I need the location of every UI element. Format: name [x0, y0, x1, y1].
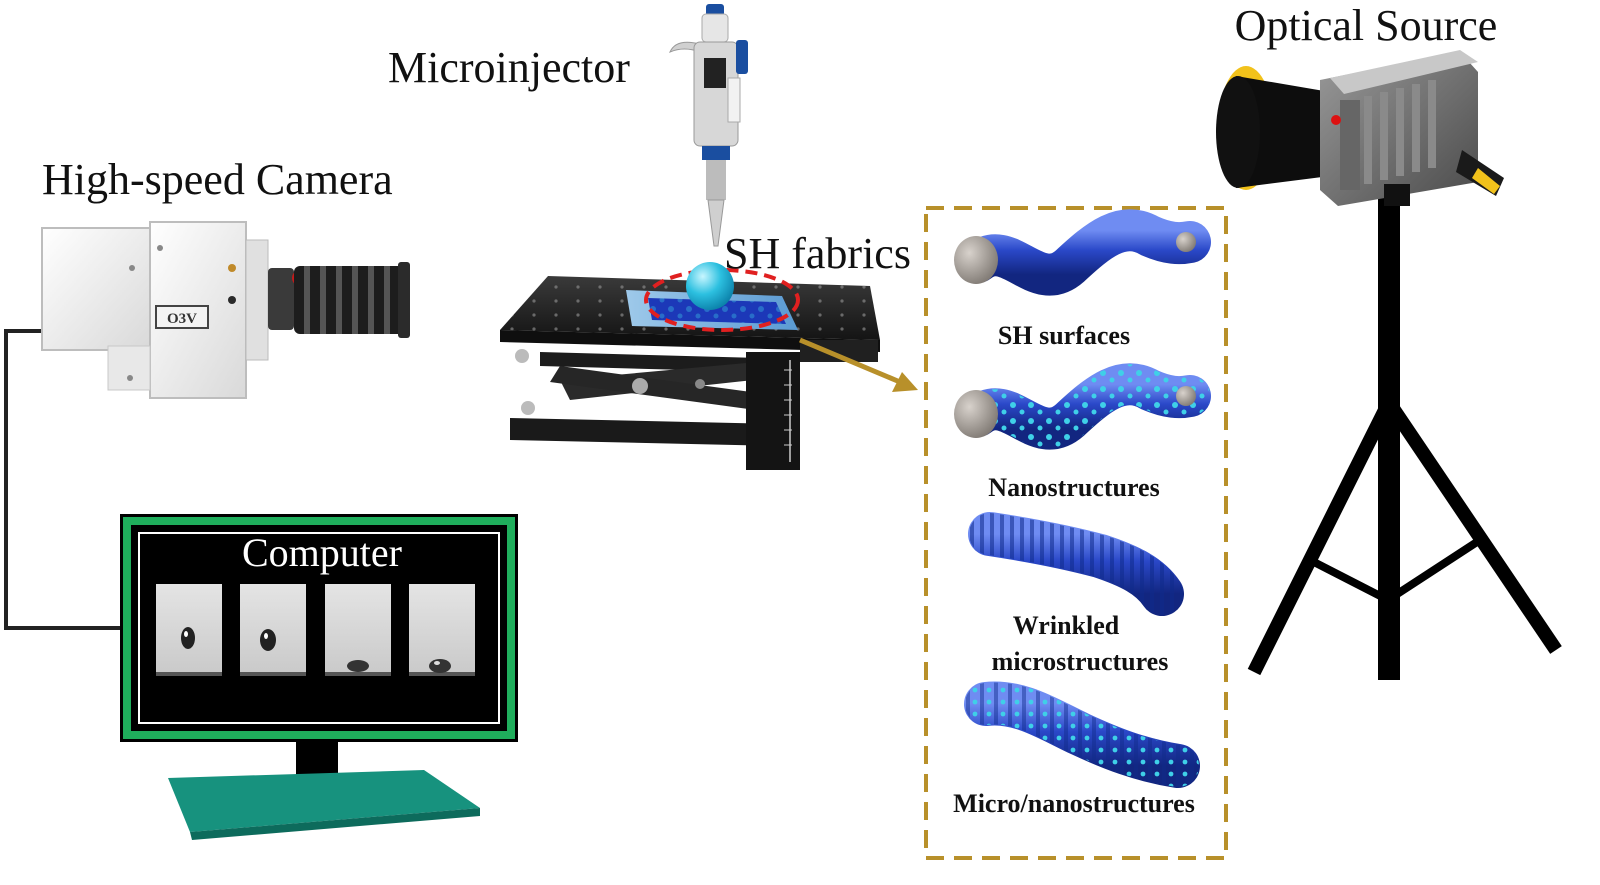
high-speed-camera-label: High-speed Camera	[42, 155, 393, 204]
fiber-label-micro-nanostructures: Micro/nanostructures	[953, 789, 1195, 818]
camera-badge-text: O3V	[167, 311, 197, 327]
fiber-label-wrinkled-line2: microstructures	[992, 647, 1169, 676]
zoom-arrow-head	[892, 372, 918, 392]
fiber-micro-nanostructures	[964, 681, 1200, 788]
computer-monitor	[120, 514, 518, 840]
fiber-types-panel	[924, 206, 1228, 860]
fiber-label-sh-surfaces: SH surfaces	[998, 321, 1130, 350]
sh-fabrics-label: SH fabrics	[724, 229, 911, 278]
droplet-impact-highlight	[644, 268, 800, 332]
fiber-label-wrinkled-line1: Wrinkled	[1013, 611, 1120, 640]
microinjector-pipette	[669, 4, 748, 247]
water-droplet	[686, 262, 734, 310]
computer-label: Computer	[242, 530, 402, 575]
droplet-impact-frames	[156, 584, 475, 676]
optical-source-label: Optical Source	[1235, 1, 1498, 50]
sh-fabric-sample	[626, 290, 798, 330]
fiber-wrinkled-microstructures	[968, 512, 1184, 616]
fiber-sh-surfaces	[954, 209, 1211, 296]
fiber-nanostructures	[954, 363, 1211, 450]
microinjector-label: Microinjector	[388, 43, 630, 92]
frame-2	[240, 584, 306, 676]
zoom-arrow-line	[799, 337, 901, 385]
monitor-base	[168, 770, 480, 832]
optical-source-lamp	[1216, 50, 1562, 680]
fiber-label-nanostructures: Nanostructures	[988, 473, 1159, 502]
camera-cable	[4, 329, 124, 630]
high-speed-camera: O3V	[41, 221, 410, 399]
